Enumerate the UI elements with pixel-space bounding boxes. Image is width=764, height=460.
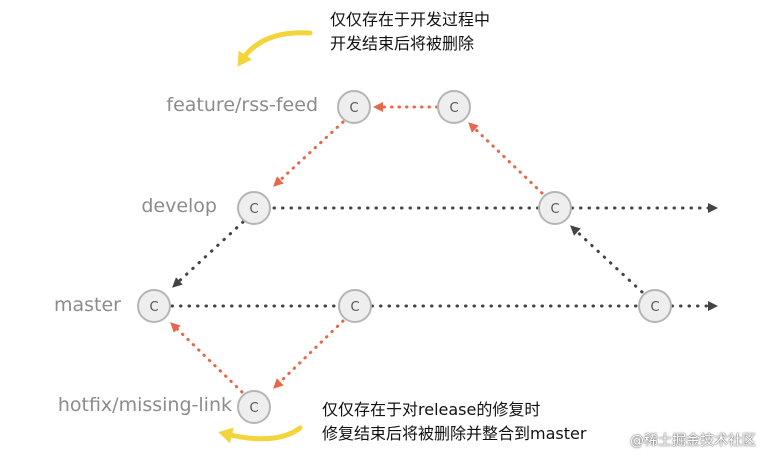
commit-hotfix-1: C <box>237 390 271 424</box>
develop-to-feature-arrow <box>468 122 544 195</box>
commit-letter: C <box>350 300 359 315</box>
hotfix-curved-arrow <box>218 425 303 444</box>
hotfix-to-master-arrow <box>170 322 244 394</box>
master-to-hotfix-arrow <box>273 319 345 389</box>
hotfix-note: 仅仅存在于对release的修复时 修复结束后将被删除并整合到master <box>322 398 586 446</box>
feature-note-line1: 仅仅存在于开发过程中 <box>330 10 491 29</box>
commit-feature-1: C <box>337 90 371 124</box>
hotfix-note-line1: 仅仅存在于对release的修复时 <box>322 400 541 419</box>
branch-label-feature: feature/rss-feed <box>166 94 318 116</box>
hotfix-note-line2: 修复结束后将被删除并整合到master <box>322 424 587 443</box>
commit-letter: C <box>349 101 358 116</box>
commit-develop-2: C <box>538 191 572 225</box>
branch-label-hotfix: hotfix/missing-link <box>57 394 232 416</box>
commit-master-3: C <box>638 289 672 323</box>
feature-to-develop-arrow <box>273 120 345 187</box>
commit-master-2: C <box>338 289 372 323</box>
feature-note: 仅仅存在于开发过程中 开发结束后将被删除 <box>330 8 490 56</box>
commit-master-1: C <box>137 289 171 323</box>
commit-letter: C <box>149 300 158 315</box>
feature-curved-arrow <box>237 30 313 67</box>
commit-letter: C <box>249 202 258 217</box>
commit-letter: C <box>650 300 659 315</box>
feature-note-line2: 开发结束后将被删除 <box>330 34 475 53</box>
branch-label-master: master <box>53 294 121 316</box>
commit-letter: C <box>550 202 559 217</box>
branch-label-develop: develop <box>141 195 217 217</box>
watermark: @稀土掘金技术社区 <box>630 433 756 449</box>
develop-to-master-arrow <box>172 220 245 288</box>
commit-develop-1: C <box>237 191 271 225</box>
commit-letter: C <box>249 401 258 416</box>
master-to-develop-arrow <box>570 225 644 294</box>
commit-feature-2: C <box>437 90 471 124</box>
commit-letter: C <box>449 101 458 116</box>
